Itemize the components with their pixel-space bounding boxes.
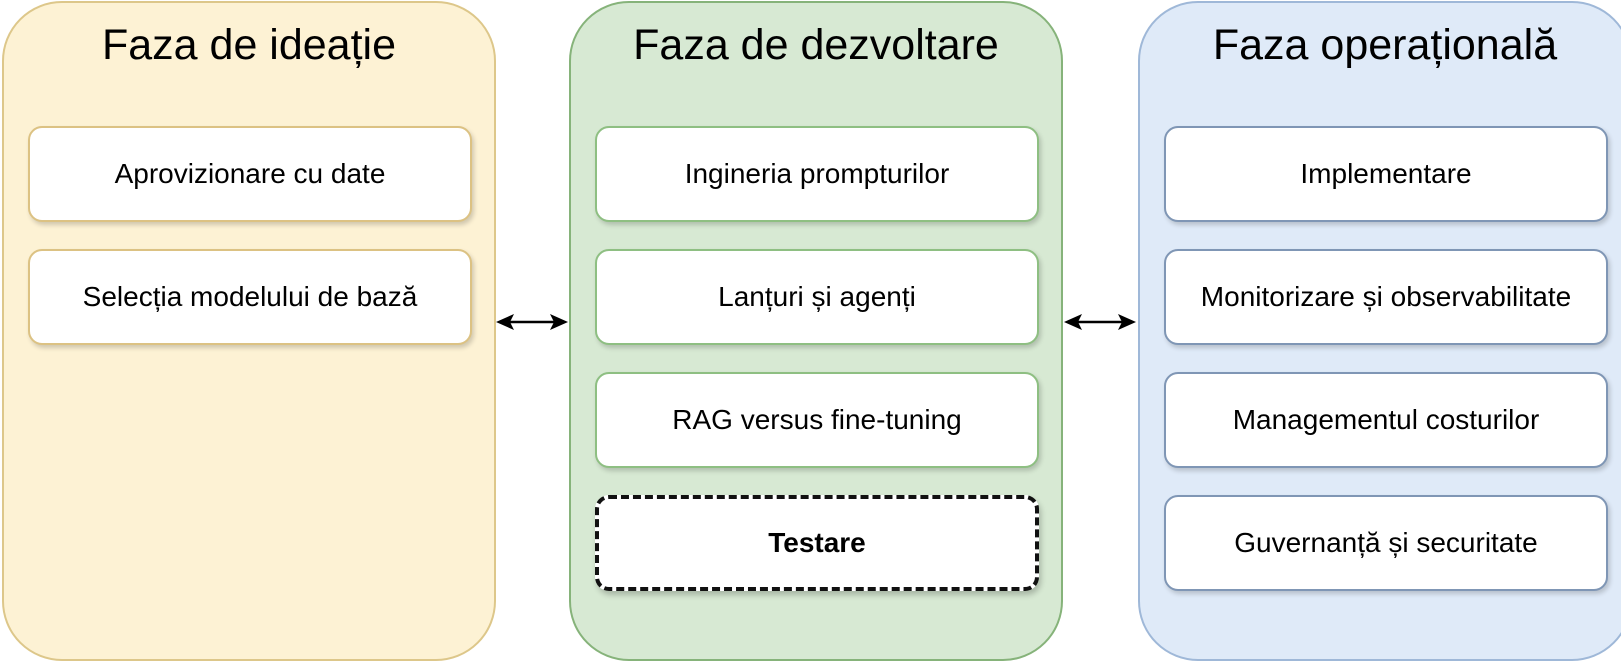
card-deployment: Implementare: [1164, 126, 1608, 222]
ideation-phase-panel: Faza de ideație Aprovizionare cu date Se…: [2, 1, 496, 661]
operational-phase-panel: Faza operațională Implementare Monitoriz…: [1138, 1, 1621, 661]
development-phase-panel: Faza de dezvoltare Ingineria prompturilo…: [569, 1, 1063, 661]
card-chains-and-agents: Lanțuri și agenți: [595, 249, 1039, 345]
card-monitoring-observability: Monitorizare și observabilitate: [1164, 249, 1608, 345]
card-cost-management: Managementul costurilor: [1164, 372, 1608, 468]
card-rag-vs-fine-tuning: RAG versus fine-tuning: [595, 372, 1039, 468]
card-governance-security: Guvernanță și securitate: [1164, 495, 1608, 591]
card-data-sourcing: Aprovizionare cu date: [28, 126, 472, 222]
double-arrow-icon: [496, 314, 568, 330]
double-arrow-icon: [1064, 314, 1136, 330]
card-prompt-engineering: Ingineria prompturilor: [595, 126, 1039, 222]
ideation-phase-title: Faza de ideație: [101, 21, 397, 69]
operational-phase-title: Faza operațională: [1212, 21, 1558, 69]
card-base-model-selection: Selecția modelului de bază: [28, 249, 472, 345]
card-testing: Testare: [595, 495, 1039, 591]
development-phase-title: Faza de dezvoltare: [633, 21, 999, 69]
